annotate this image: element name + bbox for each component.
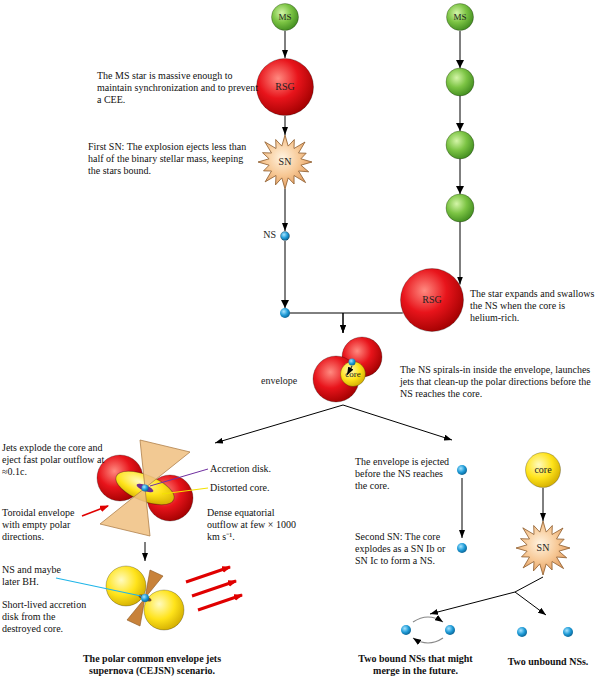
node-label: MS	[271, 3, 299, 31]
neutron-star	[563, 627, 573, 637]
node-label: SN	[258, 135, 312, 189]
arrow-head	[281, 300, 289, 308]
node-label: NS	[263, 230, 276, 240]
outcome-caption: Two bound NSs that might merge in the fu…	[348, 653, 483, 677]
arrow-head	[456, 186, 464, 194]
node-label: core	[525, 452, 561, 488]
ms-star-shape	[272, 4, 299, 31]
ms-star	[446, 131, 474, 159]
orbit-arrow	[413, 617, 443, 622]
outcome-caption: Two unbound NSs.	[500, 656, 596, 668]
outflow-arrow	[192, 581, 236, 596]
helium-core-shape	[341, 362, 366, 387]
annotation: Short-lived accretion disk from the dest…	[2, 599, 94, 634]
annotation: Accretion disk.	[210, 463, 300, 475]
node-label: RSG	[256, 58, 314, 116]
flow-arrow	[430, 577, 543, 614]
supernova-burst: SN	[516, 521, 570, 575]
outflow-arrow	[198, 595, 242, 610]
toroidal-envelope-lobe	[147, 475, 193, 521]
polar-jet	[100, 488, 150, 536]
annotation: The star expands and swallows the NS whe…	[470, 288, 596, 323]
orbit-arrow	[413, 638, 443, 643]
node-label: SN	[516, 521, 570, 575]
neutron-star	[517, 627, 527, 637]
flow-arrow	[343, 405, 452, 440]
neutron-star	[141, 594, 149, 602]
leader-arrow	[82, 506, 108, 516]
flow-arrow	[515, 592, 546, 615]
red-supergiant-shape	[401, 269, 464, 332]
annotation: First SN: The explosion ejects less than…	[88, 141, 256, 176]
node-label: envelope	[261, 376, 297, 386]
ms-star: MS	[446, 3, 474, 31]
flow-arrow	[285, 116, 286, 135]
annotation: Dense equatorial outflow at few × 1000 k…	[207, 507, 297, 542]
ms-star-shape	[447, 4, 474, 31]
neutron-star	[457, 543, 467, 553]
bipolar-lobe	[106, 566, 146, 606]
neutron-star	[401, 625, 411, 635]
flow-arrow	[145, 542, 146, 561]
arrow-head	[456, 60, 464, 68]
supernova-burst-shape	[258, 135, 312, 189]
annotation: The MS star is massive enough to maintai…	[97, 70, 262, 105]
neutron-star-outline	[280, 231, 290, 241]
leader-line	[150, 469, 208, 486]
flow-arrow	[343, 313, 403, 333]
neutron-star-shape	[281, 232, 290, 241]
red-supergiant: RSG	[400, 268, 464, 332]
node-label: RSG	[400, 268, 464, 332]
bipolar-lobe	[144, 590, 184, 630]
flow-arrow	[285, 189, 286, 231]
polar-jet	[127, 598, 145, 626]
flow-arrow	[285, 241, 343, 333]
outflow-arrow	[186, 567, 230, 582]
annotation: Distorted core.	[210, 482, 300, 494]
flow-arrow	[543, 488, 544, 521]
helium-core: core	[340, 361, 366, 387]
neutron-star: NS	[280, 231, 290, 241]
distorted-core	[111, 464, 178, 511]
ms-star: MS	[271, 3, 299, 31]
supernova-burst: SN	[258, 135, 312, 189]
annotation: The NS spirals-in inside the envelope, l…	[400, 364, 596, 399]
accretion-disk	[136, 482, 155, 494]
polar-jet	[145, 570, 163, 598]
leader-line	[162, 488, 208, 494]
annotation: The envelope is ejected before the NS re…	[355, 456, 455, 491]
neutron-star	[280, 308, 290, 318]
common-envelope: envelopecore	[310, 333, 382, 403]
supernova-burst-shape	[516, 521, 570, 575]
scenario-caption: The polar common envelope jets supernova…	[62, 653, 242, 677]
annotation: Second SN: The core explodes as a SN Ib …	[355, 531, 451, 566]
leader-line	[56, 578, 141, 596]
flow-arrow	[215, 405, 343, 443]
neutron-star	[142, 485, 149, 492]
flow-arrow	[462, 478, 463, 538]
annotation: Toroidal envelope with empty polar direc…	[2, 507, 86, 542]
polar-jet	[140, 440, 190, 488]
flow-arrow	[460, 31, 461, 285]
neutron-star	[445, 625, 455, 635]
helium-core: core	[525, 452, 561, 488]
annotation: NS and maybe later BH.	[2, 564, 72, 588]
ms-star	[446, 194, 474, 222]
helium-core-shape	[526, 453, 561, 488]
node-label: core	[340, 361, 366, 387]
arrow-head	[456, 123, 464, 131]
neutron-star	[457, 465, 467, 475]
accretion-disk	[138, 593, 153, 603]
flow-arrow	[285, 31, 286, 58]
ms-star	[446, 68, 474, 96]
red-supergiant-shape	[257, 59, 314, 116]
node-label: MS	[446, 3, 474, 31]
annotation: Jets explode the core and eject fast pol…	[2, 442, 114, 477]
red-supergiant: RSG	[256, 58, 314, 116]
